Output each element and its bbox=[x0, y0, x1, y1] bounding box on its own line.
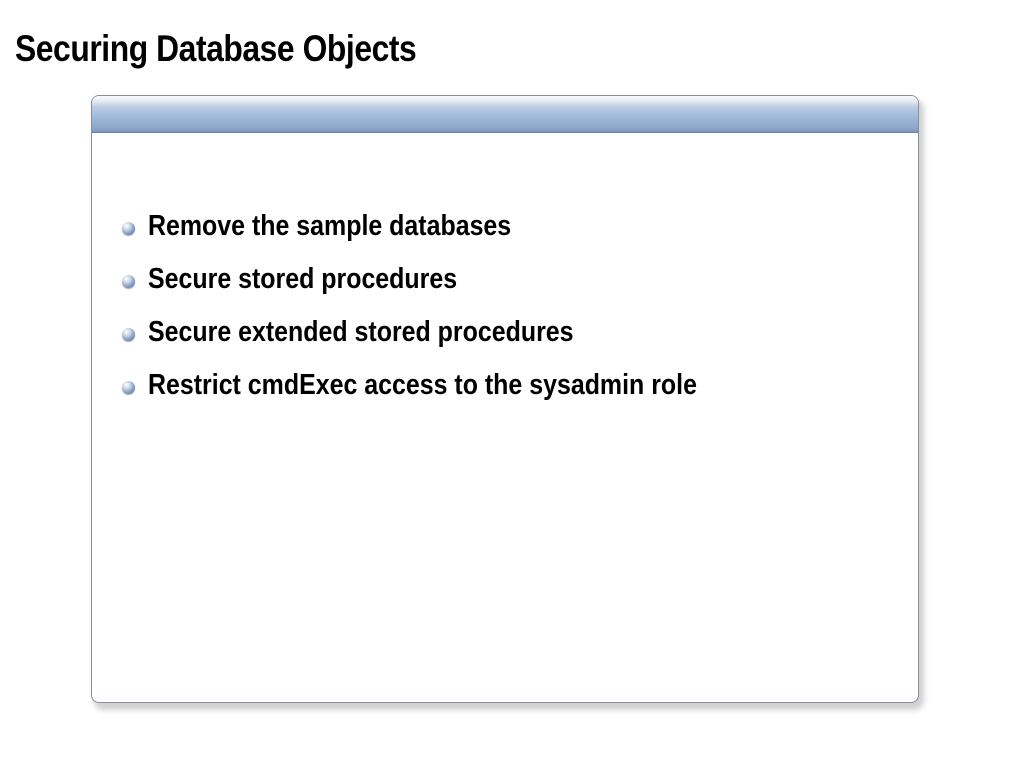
bullet-text: Secure stored procedures bbox=[148, 263, 458, 295]
blue-sphere-icon bbox=[122, 328, 135, 341]
content-panel: Remove the sample databases Secure store… bbox=[91, 95, 919, 703]
panel-header-gloss bbox=[92, 96, 918, 107]
bullet-text: Restrict cmdExec access to the sysadmin … bbox=[148, 369, 697, 401]
bullet-item: Secure stored procedures bbox=[122, 261, 786, 314]
bullet-list: Remove the sample databases Secure store… bbox=[122, 208, 786, 420]
slide-title: Securing Database Objects bbox=[15, 28, 417, 69]
bullet-item: Secure extended stored procedures bbox=[122, 314, 786, 367]
bullet-item: Remove the sample databases bbox=[122, 208, 786, 261]
blue-sphere-icon bbox=[122, 381, 135, 394]
blue-sphere-icon bbox=[122, 275, 135, 288]
bullet-item: Restrict cmdExec access to the sysadmin … bbox=[122, 367, 786, 420]
blue-sphere-icon bbox=[122, 222, 135, 235]
bullet-text: Secure extended stored procedures bbox=[148, 316, 574, 348]
bullet-text: Remove the sample databases bbox=[148, 210, 512, 242]
panel-header-bar bbox=[92, 96, 918, 133]
